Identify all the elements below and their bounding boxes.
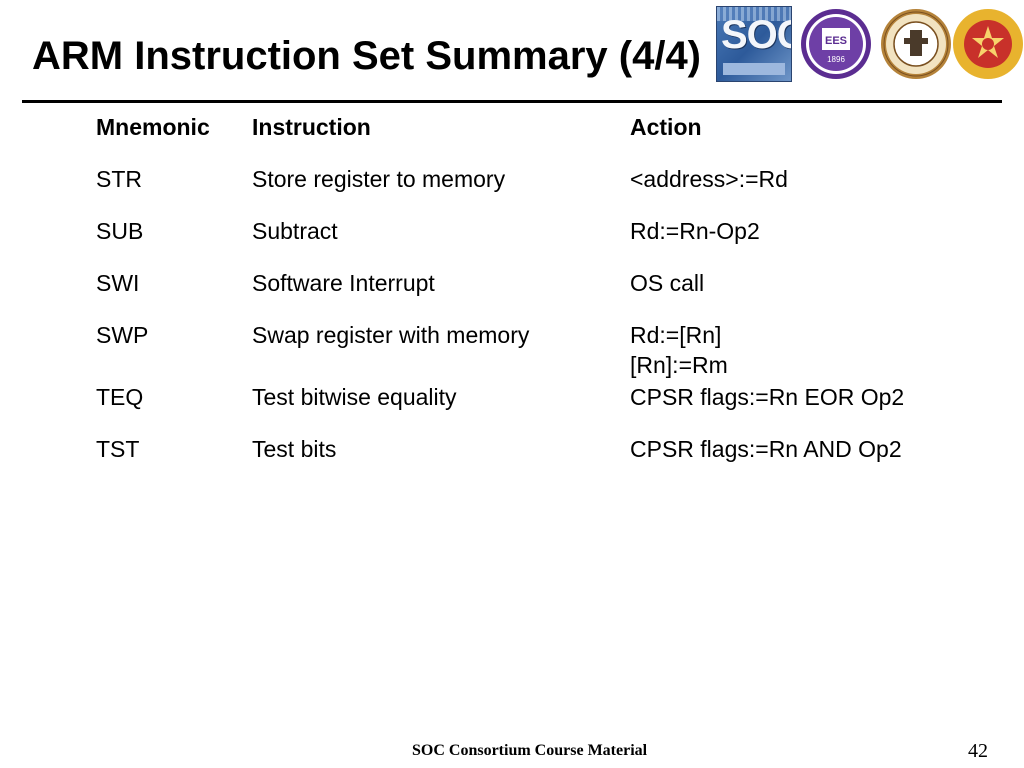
row-mnemonic: TEQ	[96, 384, 144, 410]
row-action: Rd:=Rn-Op2	[630, 218, 760, 244]
row-instruction: Test bits	[252, 436, 337, 462]
university-seal-logo	[881, 9, 951, 79]
soc-logo-text: SOC	[721, 13, 791, 57]
row-instruction: Store register to memory	[252, 166, 506, 192]
row-action: Rd:=[Rn]	[630, 322, 722, 348]
row-mnemonic: TST	[96, 436, 140, 462]
row-mnemonic: SUB	[96, 218, 144, 244]
row-action: <address>:=Rd	[630, 166, 788, 192]
row-mnemonic: SWP	[96, 322, 149, 348]
row-action-line-2: [Rn]:=Rm	[630, 352, 728, 378]
row-instruction: Swap register with memory	[252, 322, 530, 348]
header-action: Action	[630, 114, 702, 140]
taiwan-tech-seal-logo	[953, 9, 1023, 79]
row-action: OS call	[630, 270, 705, 296]
header-instruction: Instruction	[252, 114, 371, 140]
row-instruction: Test bitwise equality	[252, 384, 457, 410]
row-instruction: Subtract	[252, 218, 338, 244]
row-action: CPSR flags:=Rn EOR Op2	[630, 384, 905, 410]
row-instruction: Software Interrupt	[252, 270, 435, 296]
ees-seal-logo: EES 1896	[801, 9, 871, 79]
ees-seal-text: EES	[825, 35, 847, 47]
title-divider	[22, 100, 1002, 103]
soc-logo-base	[723, 63, 785, 75]
row-action: CPSR flags:=Rn AND Op2	[630, 436, 902, 462]
soc-logo: SOC	[716, 6, 792, 82]
header-mnemonic: Mnemonic	[96, 114, 210, 140]
row-mnemonic: STR	[96, 166, 142, 192]
slide-title: ARM Instruction Set Summary (4/4)	[32, 34, 702, 78]
page-number: 42	[968, 740, 988, 762]
row-mnemonic: SWI	[96, 270, 140, 296]
footer-text: SOC Consortium Course Material	[412, 742, 648, 759]
soc-logo-pattern	[717, 7, 791, 21]
ees-seal-year: 1896	[827, 55, 845, 64]
